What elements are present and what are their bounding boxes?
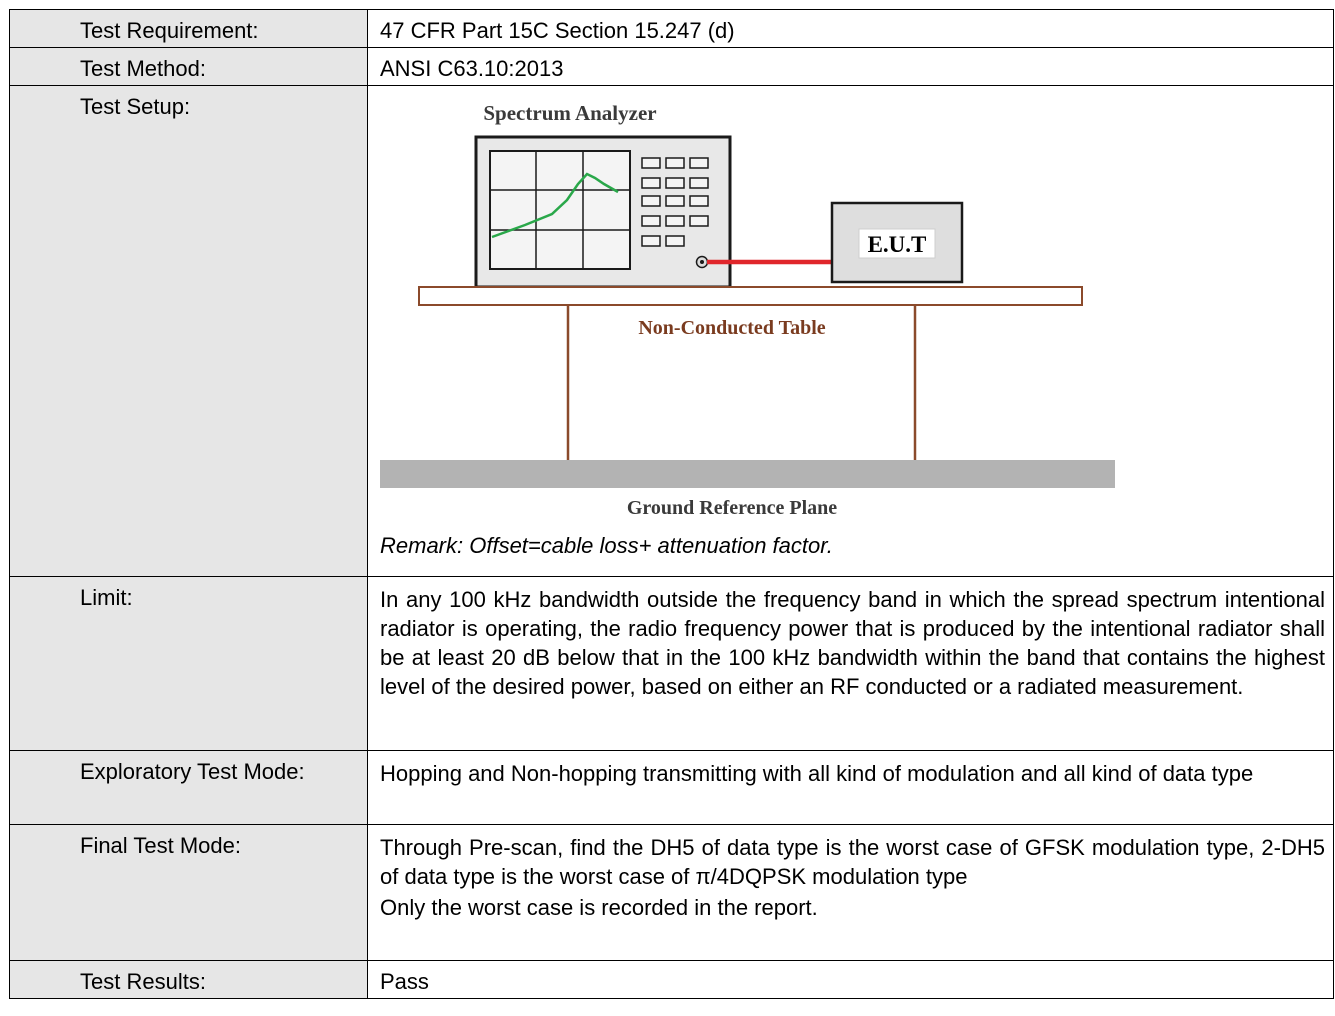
test-spec-table: Test Requirement: 47 CFR Part 15C Sectio… <box>9 9 1334 999</box>
value-test-method: ANSI C63.10:2013 <box>367 47 1334 86</box>
label-final-test-mode: Final Test Mode: <box>9 824 368 961</box>
final-mode-text: Through Pre-scan, find the DH5 of data t… <box>380 835 1325 889</box>
table-top <box>418 286 1083 306</box>
row-exploratory-test-mode: Exploratory Test Mode: Hopping and Non-h… <box>9 750 1334 825</box>
analyzer-label: Spectrum Analyzer <box>483 101 656 125</box>
label-test-method: Test Method: <box>9 47 368 86</box>
setup-remark: Remark: Offset=cable loss+ attenuation f… <box>380 533 833 558</box>
row-limit: Limit: In any 100 kHz bandwidth outside … <box>9 576 1334 751</box>
row-test-requirement: Test Requirement: 47 CFR Part 15C Sectio… <box>9 9 1334 48</box>
table-label: Non-Conducted Table <box>638 317 825 339</box>
row-final-test-mode: Final Test Mode: Through Pre-scan, find … <box>9 824 1334 961</box>
value-test-requirement: 47 CFR Part 15C Section 15.247 (d) <box>367 9 1334 48</box>
value-final-test-mode: Through Pre-scan, find the DH5 of data t… <box>367 824 1334 961</box>
analyzer-screen <box>489 150 631 270</box>
row-test-setup: Test Setup: Spectrum Analyzer <box>9 85 1334 577</box>
ground-plane <box>380 460 1115 488</box>
value-exploratory-test-mode: Hopping and Non-hopping transmitting wit… <box>367 750 1334 825</box>
ground-label: Ground Reference Plane <box>627 497 837 519</box>
row-test-results: Test Results: Pass <box>9 960 1334 999</box>
label-test-setup: Test Setup: <box>9 85 368 577</box>
limit-text: In any 100 kHz bandwidth outside the fre… <box>380 587 1325 699</box>
row-test-method: Test Method: ANSI C63.10:2013 <box>9 47 1334 86</box>
analyzer-buttons <box>641 157 709 247</box>
label-exploratory-test-mode: Exploratory Test Mode: <box>9 750 368 825</box>
label-test-requirement: Test Requirement: <box>9 9 368 48</box>
spectrum-trace <box>491 172 619 239</box>
value-test-setup: Spectrum Analyzer <box>367 85 1334 577</box>
label-limit: Limit: <box>9 576 368 751</box>
label-test-results: Test Results: <box>9 960 368 999</box>
value-test-results: Pass <box>367 960 1334 999</box>
eut-label: E.U.T <box>868 232 927 257</box>
final-mode-note: Only the worst case is recorded in the r… <box>380 895 818 920</box>
value-limit: In any 100 kHz bandwidth outside the fre… <box>367 576 1334 751</box>
test-setup-diagram: Spectrum Analyzer <box>380 101 1115 519</box>
exploratory-text: Hopping and Non-hopping transmitting wit… <box>380 761 1254 786</box>
